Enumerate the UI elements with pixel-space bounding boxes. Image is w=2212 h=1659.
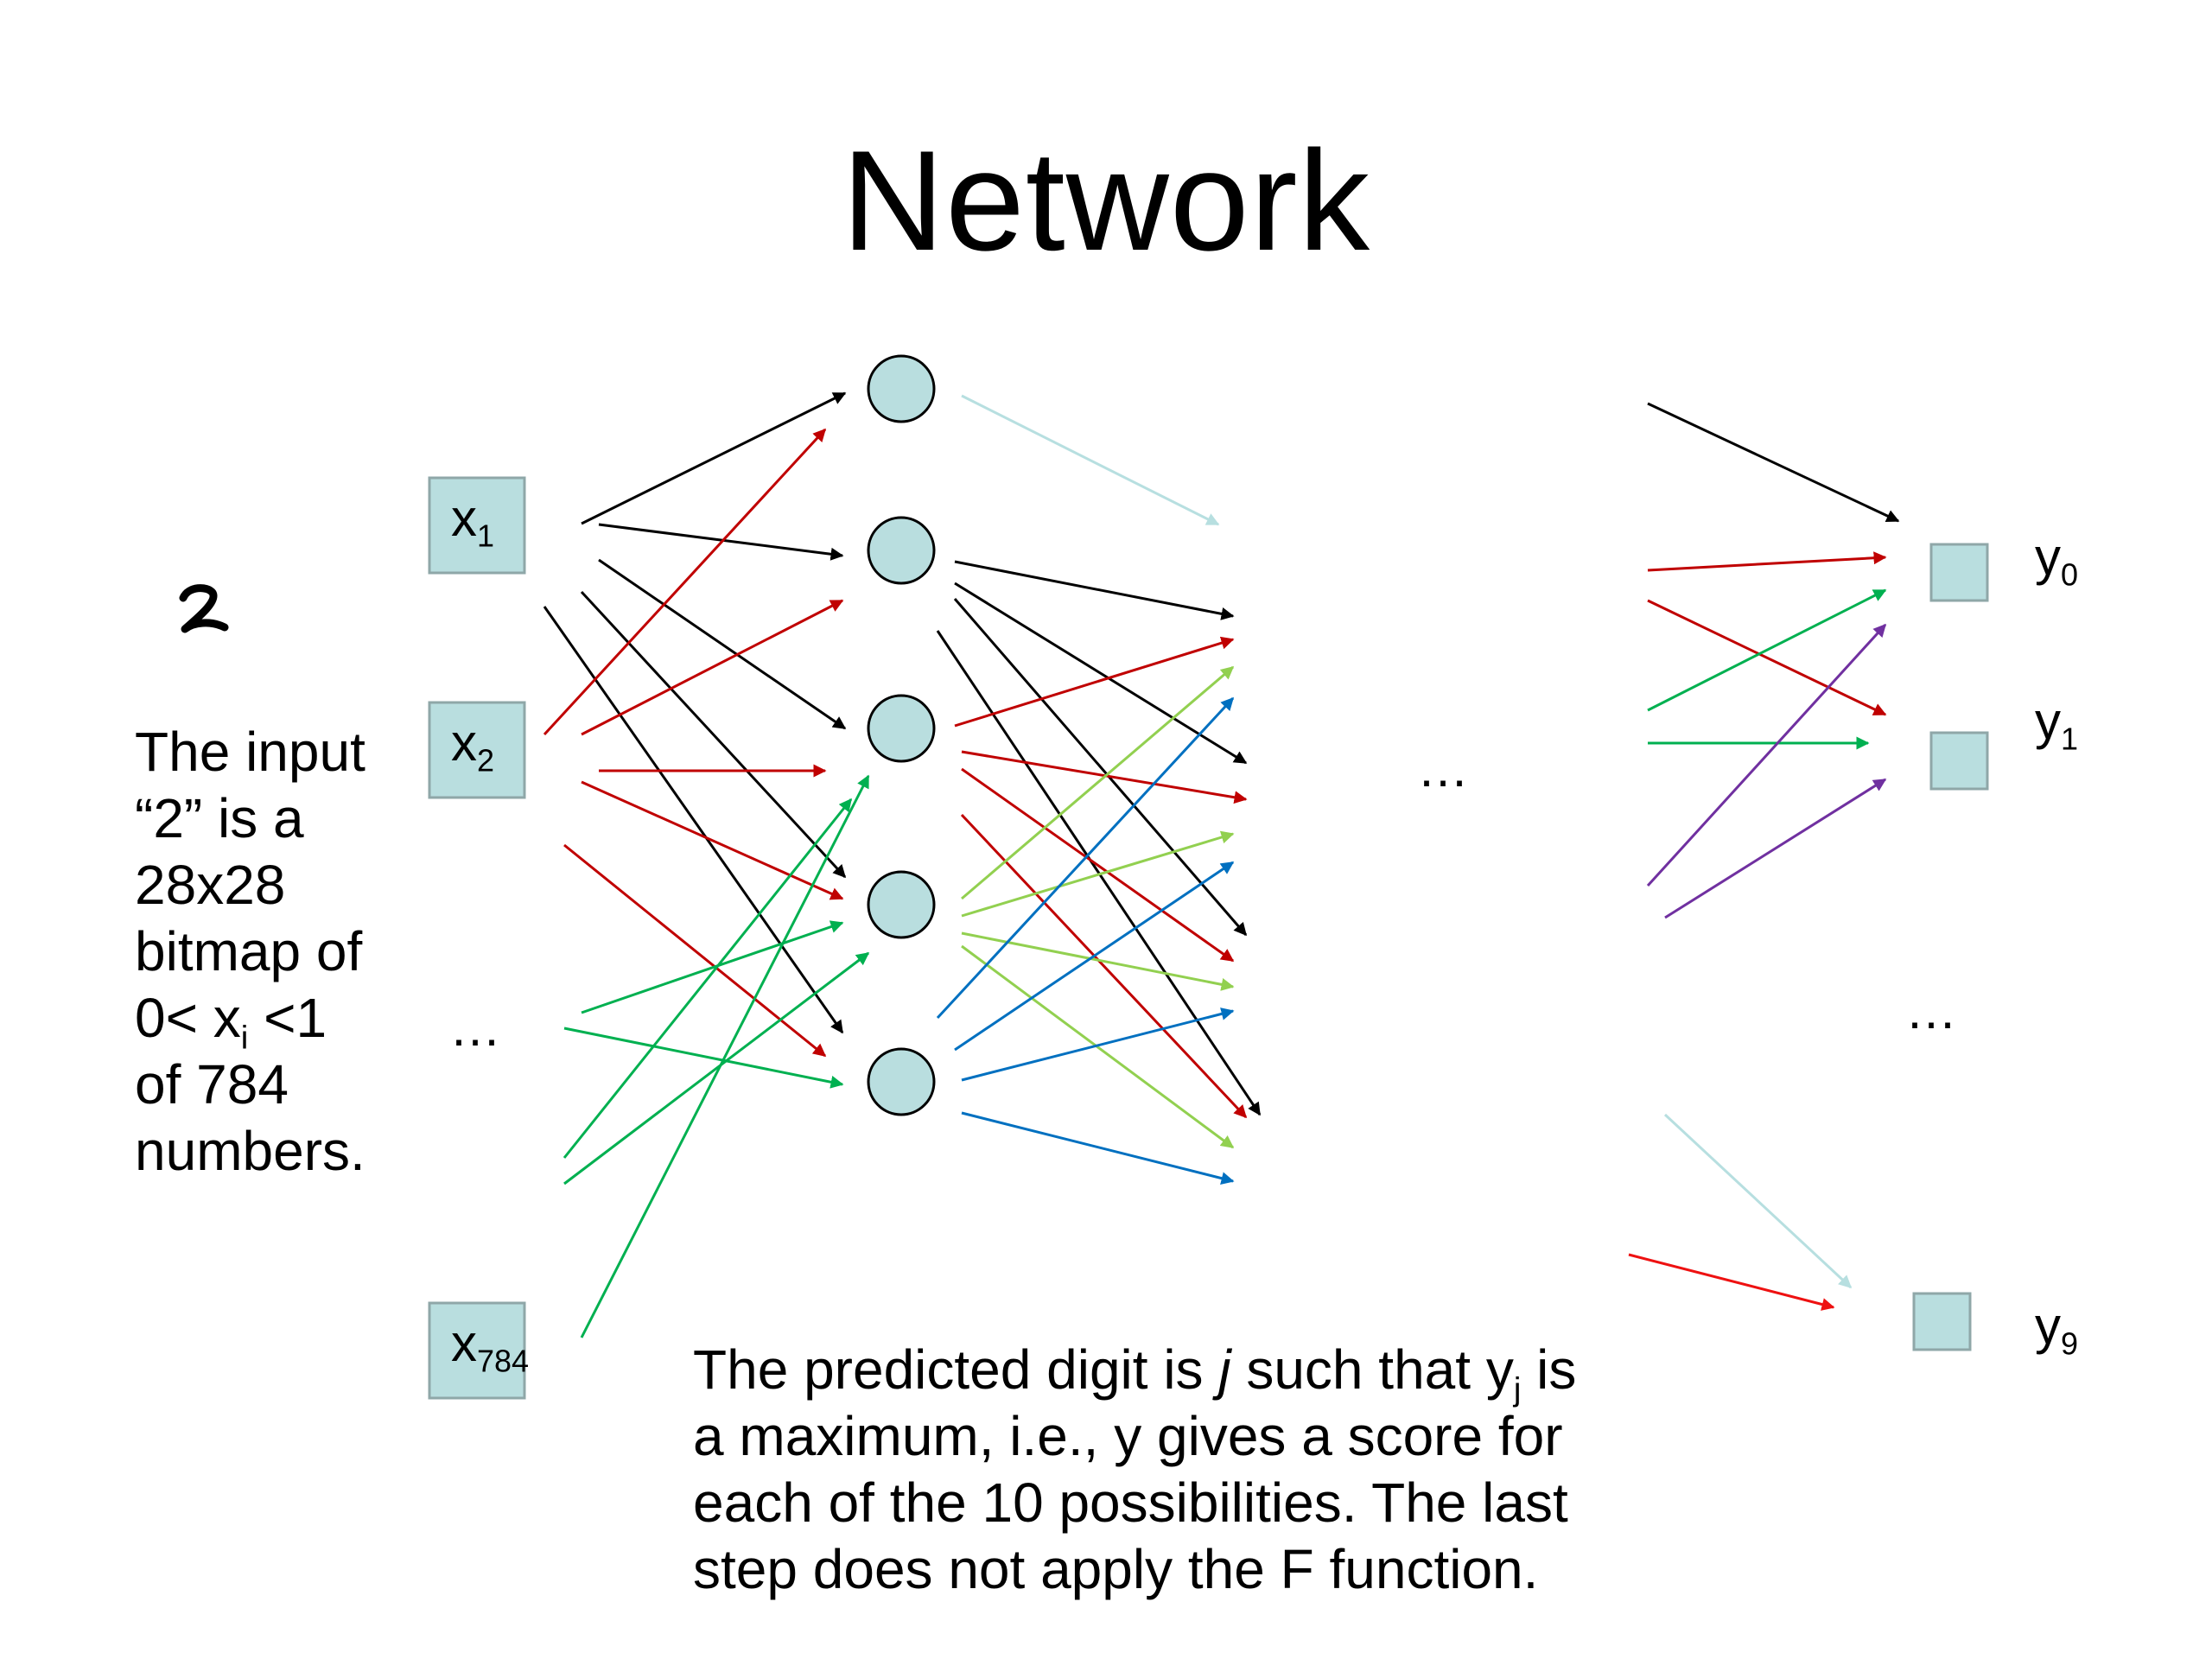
edge bbox=[953, 598, 1248, 937]
prediction-description: The predicted digit is j such that yj is… bbox=[693, 1337, 1576, 1603]
edge bbox=[961, 1111, 1235, 1185]
edge bbox=[580, 774, 870, 1338]
output-label-y1: y1 bbox=[2035, 696, 2078, 755]
input-description-line: of 784 bbox=[135, 1053, 289, 1116]
input-description-line: 28x28 bbox=[135, 854, 286, 916]
edge bbox=[1646, 623, 1887, 887]
edge bbox=[598, 558, 847, 730]
edge bbox=[961, 767, 1235, 963]
prediction-part: The predicted digit is bbox=[693, 1338, 1219, 1401]
label-base: x bbox=[451, 1314, 477, 1372]
label-base: y bbox=[2035, 692, 2061, 750]
prediction-variable: j bbox=[1218, 1338, 1231, 1401]
range-suffix: <1 bbox=[248, 987, 327, 1049]
label-subscript: 1 bbox=[2061, 721, 2079, 757]
label-base: x bbox=[451, 714, 477, 772]
output-label-y0: y0 bbox=[2035, 528, 2078, 591]
input-node-x784 bbox=[428, 1301, 526, 1400]
edge bbox=[1663, 1113, 1853, 1289]
input-label-x784: x784 bbox=[451, 1318, 529, 1377]
edge bbox=[961, 665, 1235, 900]
edge bbox=[954, 861, 1235, 1052]
edge bbox=[954, 560, 1235, 620]
prediction-subscript: j bbox=[1513, 1370, 1522, 1408]
edge bbox=[1647, 551, 1887, 572]
input-description-line: bitmap of bbox=[135, 920, 363, 982]
hidden-node bbox=[867, 516, 936, 585]
prediction-line: a maximum, i.e., y gives a score for bbox=[693, 1405, 1563, 1467]
prediction-line: The predicted digit is j such that yj is bbox=[693, 1337, 1577, 1406]
edge bbox=[960, 813, 1248, 1119]
input-label-x1: x1 bbox=[451, 493, 494, 552]
label-subscript: 2 bbox=[477, 742, 495, 779]
label-subscript: 9 bbox=[2061, 1325, 2079, 1362]
output-label-y9: y9 bbox=[2035, 1297, 2078, 1360]
to-output-edges bbox=[1628, 402, 1900, 1311]
hidden-node bbox=[867, 870, 936, 939]
edge bbox=[581, 920, 844, 1014]
edge bbox=[563, 798, 853, 1159]
prediction-line: each of the 10 possibilities. The last bbox=[693, 1471, 1568, 1534]
input-label-x2: x2 bbox=[451, 714, 494, 777]
edge bbox=[961, 931, 1235, 991]
range-subscript: i bbox=[240, 1019, 249, 1057]
edge bbox=[961, 394, 1220, 526]
hidden-node bbox=[867, 354, 936, 423]
input-description: The input “2” is a 28x28 bitmap of 0< xi… bbox=[135, 719, 365, 1185]
edge bbox=[961, 750, 1248, 804]
label-subscript: 0 bbox=[2061, 556, 2079, 593]
prediction-part: such that y bbox=[1230, 1338, 1514, 1401]
edge bbox=[961, 830, 1235, 918]
input-node-x1 bbox=[428, 476, 526, 575]
hidden-node bbox=[867, 1047, 936, 1116]
input-description-line: numbers. bbox=[135, 1120, 365, 1182]
edge bbox=[1647, 599, 1887, 716]
label-base: x bbox=[451, 489, 477, 547]
edge bbox=[563, 951, 870, 1185]
range-prefix: 0< x bbox=[135, 987, 241, 1049]
edge bbox=[1664, 778, 1887, 919]
input-description-line: The input bbox=[135, 721, 365, 783]
edge bbox=[936, 696, 1235, 1020]
edge bbox=[936, 630, 1262, 1116]
label-subscript: 1 bbox=[477, 518, 495, 554]
slide-title: Network bbox=[841, 121, 1371, 280]
input-to-hidden-edges bbox=[543, 391, 870, 1338]
hidden-to-next-edges bbox=[936, 394, 1262, 1185]
edge bbox=[598, 523, 844, 561]
hidden-ellipsis: … bbox=[1417, 740, 1471, 798]
handwritten-digit-image bbox=[179, 584, 229, 633]
edge bbox=[954, 636, 1235, 728]
input-node-x2 bbox=[428, 701, 526, 799]
input-description-line: “2” is a bbox=[135, 787, 304, 849]
label-base: y bbox=[2035, 528, 2061, 586]
edge bbox=[954, 582, 1248, 765]
label-subscript: 784 bbox=[477, 1343, 530, 1379]
output-node-y9 bbox=[1912, 1292, 1972, 1351]
output-ellipsis: … bbox=[1905, 982, 1959, 1039]
input-range-line: 0< xi <1 bbox=[135, 985, 365, 1054]
edge bbox=[563, 1027, 844, 1089]
edge bbox=[563, 843, 827, 1058]
edge bbox=[543, 428, 827, 736]
edge bbox=[581, 780, 844, 900]
edge bbox=[581, 391, 847, 525]
prediction-line: step does not apply the F function. bbox=[693, 1538, 1539, 1600]
edge bbox=[961, 1007, 1235, 1082]
edge bbox=[1628, 1253, 1835, 1311]
edge bbox=[580, 590, 847, 879]
edge bbox=[543, 606, 844, 1034]
edge bbox=[1647, 402, 1900, 523]
label-base: y bbox=[2035, 1297, 2061, 1355]
prediction-part: is bbox=[1521, 1338, 1577, 1401]
edge bbox=[1647, 588, 1887, 712]
input-ellipsis: … bbox=[449, 999, 503, 1057]
hidden-node bbox=[867, 694, 936, 763]
output-node-y0 bbox=[1929, 543, 1989, 602]
output-node-y1 bbox=[1929, 731, 1989, 791]
edge bbox=[581, 599, 844, 736]
